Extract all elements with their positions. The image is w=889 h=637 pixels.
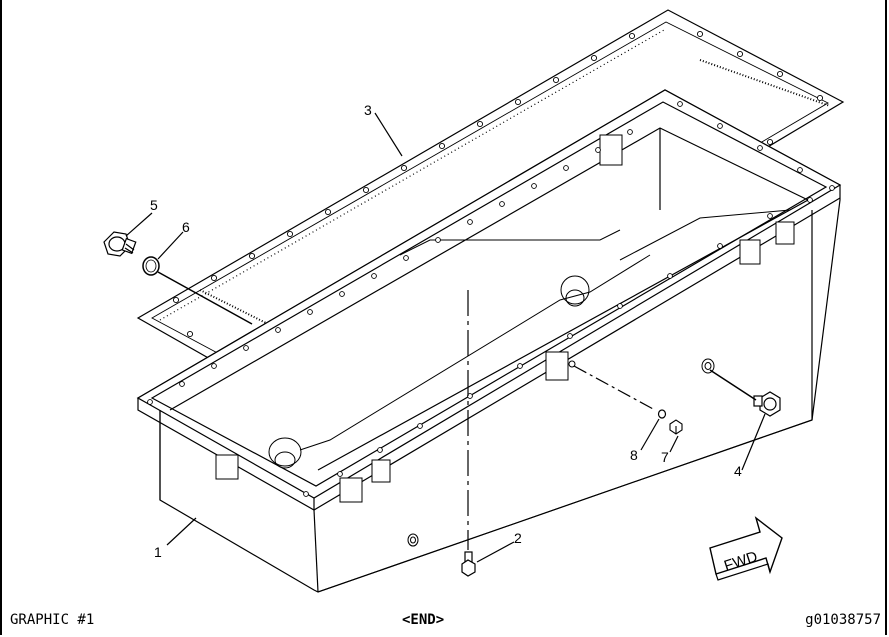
drain-plug-part-4 [753,391,781,417]
callout-1: 1 [154,544,162,560]
drain-plug-assembly-line [709,369,757,401]
plug-part-5 [103,231,137,257]
plug-5-assembly-line [157,271,253,325]
callout-8: 8 [630,447,638,463]
oil-pan [136,89,842,593]
plug-part-7 [669,419,683,435]
callout-2: 2 [514,530,522,546]
callout-6: 6 [182,219,190,235]
forward-direction-arrow: FWD [709,516,783,581]
pan-internal-details [215,134,795,503]
seal-part-8 [657,409,667,419]
callout-5: 5 [150,197,158,213]
callout-3: 3 [364,102,372,118]
o-ring-part-6 [142,256,160,276]
bolt-part-2 [461,551,476,577]
graphic-id: g01038757 [805,612,881,628]
plug-7-assembly-line [573,365,656,411]
callout-labels: 1 2 3 4 5 6 7 8 [150,102,742,560]
pan-side-ports [407,358,715,547]
end-marker: <END> [402,612,445,628]
pan-flange-bolt-holes [147,101,835,497]
callout-leaders [125,112,766,563]
callout-4: 4 [734,463,742,479]
graphic-number: GRAPHIC #1 [10,612,95,628]
figure-footer: GRAPHIC #1 <END> g01038757 [0,606,889,637]
callout-7: 7 [661,449,669,465]
